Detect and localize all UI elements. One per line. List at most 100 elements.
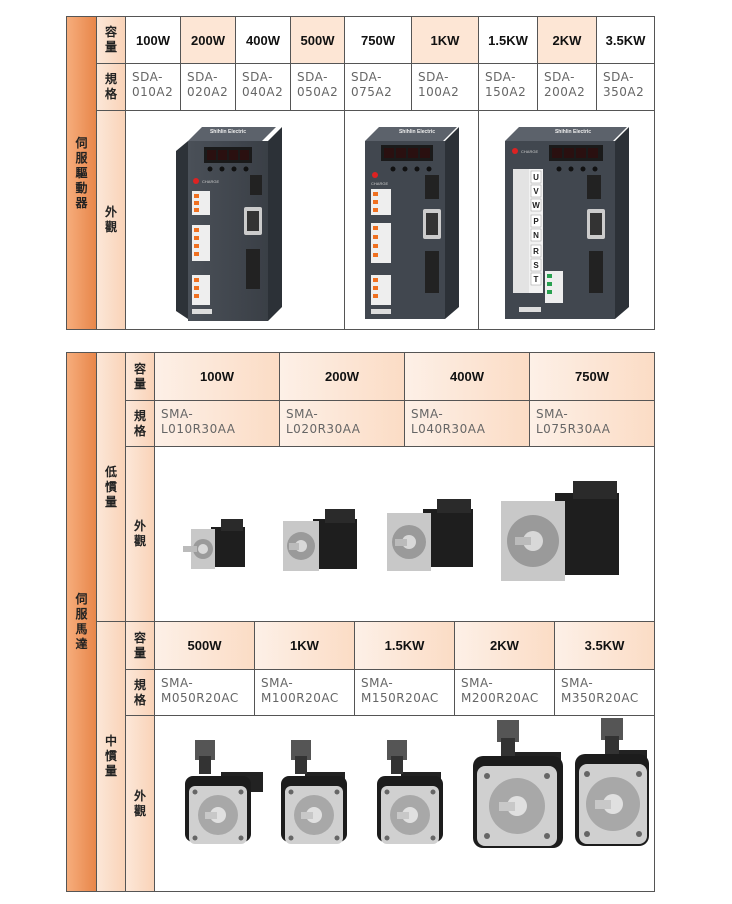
model-code: SDA-040A2 (242, 70, 284, 99)
drive-cap-cell: 400W (236, 17, 291, 64)
drive-cap-cell: 750W (345, 17, 412, 64)
low-cap-cell: 200W (280, 353, 405, 401)
motor-group-label: 伺服馬達 (75, 592, 88, 651)
model-code: SDA-050A2 (297, 70, 339, 99)
drive-cap-cell: 3.5KW (597, 17, 654, 64)
drive-cap-cell: 200W (181, 17, 236, 64)
motor-l040-icon (387, 499, 473, 571)
svg-text:R: R (533, 247, 539, 256)
servo-motor-table: 伺服馬達 低慣量 中慣量 容量 規格 外觀 100W 200W 400W 750… (66, 352, 655, 892)
drive-capacity-label-cell: 容量 (97, 17, 126, 64)
brand-text: Shihlin Electric (555, 129, 591, 135)
low-spec-cell: SMA-L010R30AA (155, 401, 280, 447)
mid-spec-cell: SMA-M200R20AC (455, 670, 555, 716)
svg-text:T: T (534, 275, 539, 284)
capacity-value: 1KW (290, 638, 319, 653)
mid-spec-label-cell: 規格 (126, 670, 155, 716)
motor-m150-icon (377, 740, 443, 844)
model-code: SDA-350A2 (603, 70, 645, 99)
model-code: SMA-L020R30AA (286, 407, 361, 436)
capacity-label: 容量 (133, 630, 146, 660)
capacity-value: 500W (187, 638, 222, 653)
drive-medium-image: Shihlin Electric CHARGE (365, 127, 459, 319)
mid-spec-cell: SMA-M150R20AC (355, 670, 455, 716)
model-code: SMA-M150R20AC (361, 676, 439, 705)
drive-cap-cell: 2KW (538, 17, 597, 64)
drive-cap-cell: 1.5KW (479, 17, 538, 64)
svg-text:V: V (533, 187, 539, 196)
capacity-value: 750W (575, 369, 609, 384)
low-inertia-label: 低慣量 (104, 464, 117, 509)
capacity-label: 容量 (133, 361, 146, 391)
mid-inertia-label: 中慣量 (104, 734, 117, 778)
motor-m350-icon (575, 718, 649, 846)
drive-spec-cell: SDA-040A2 (236, 64, 291, 111)
drive-spec-label: 規格 (104, 72, 117, 101)
capacity-value: 750W (361, 32, 395, 48)
motor-l010-icon (183, 519, 245, 569)
capacity-value: 400W (450, 369, 484, 384)
svg-text:CHARGE: CHARGE (371, 181, 388, 186)
motor-m050-icon (185, 740, 263, 844)
low-capacity-label-cell: 容量 (126, 353, 155, 401)
model-code: SDA-100A2 (418, 70, 460, 99)
mid-cap-cell: 2KW (455, 622, 555, 670)
drive-spec-label-cell: 規格 (97, 64, 126, 111)
capacity-value: 2KW (490, 638, 519, 653)
mid-cap-cell: 3.5KW (555, 622, 654, 670)
low-spec-cell: SMA-L020R30AA (280, 401, 405, 447)
mid-spec-cell: SMA-M350R20AC (555, 670, 654, 716)
svg-text:W: W (532, 201, 540, 210)
drive-cap-cell: 1KW (412, 17, 479, 64)
mid-capacity-label-cell: 容量 (126, 622, 155, 670)
low-spec-label-cell: 規格 (126, 401, 155, 447)
model-code: SDA-010A2 (132, 70, 174, 99)
mid-spec-cell: SMA-M100R20AC (255, 670, 355, 716)
low-cap-cell: 100W (155, 353, 280, 401)
brand-text: Shihlin Electric (399, 129, 435, 135)
mid-cap-cell: 1.5KW (355, 622, 455, 670)
drive-spec-cell: SDA-100A2 (412, 64, 479, 111)
model-code: SMA-L040R30AA (411, 407, 486, 436)
capacity-value: 1.5KW (384, 638, 425, 653)
motor-l020-icon (283, 509, 357, 571)
capacity-value: 200W (325, 369, 359, 384)
motor-m100-icon (281, 740, 347, 844)
mid-inertia-cell: 中慣量 (97, 622, 126, 891)
spec-label: 規格 (133, 677, 146, 707)
low-cap-cell: 750W (530, 353, 654, 401)
drive-cap-cell: 100W (126, 17, 181, 64)
model-code: SDA-020A2 (187, 70, 229, 99)
drive-cap-cell: 500W (291, 17, 345, 64)
mid-spec-cell: SMA-M050R20AC (155, 670, 255, 716)
drive-large-image: Shihlin Electric CHARGE U V W P N R S T (505, 127, 629, 319)
model-code: SDA-075A2 (351, 70, 393, 99)
drive-appearance-label: 外觀 (104, 205, 117, 234)
capacity-value: 500W (300, 32, 335, 48)
drive-small-image: Shihlin Electric CHARGE (176, 127, 282, 321)
low-inertia-cell: 低慣量 (97, 353, 126, 622)
model-code: SDA-150A2 (485, 70, 527, 99)
drive-image-cell-large: Shihlin Electric CHARGE U V W P N R S T (479, 111, 654, 329)
drive-group-label: 伺服驅動器 (75, 135, 88, 210)
capacity-value: 200W (191, 32, 225, 48)
low-spec-cell: SMA-L040R30AA (405, 401, 530, 447)
drive-spec-cell: SDA-150A2 (479, 64, 538, 111)
low-inertia-motors-image (183, 481, 619, 581)
capacity-value: 1.5KW (488, 32, 528, 48)
spec-label: 規格 (133, 408, 146, 438)
drive-spec-cell: SDA-020A2 (181, 64, 236, 111)
drive-appearance-label-cell: 外觀 (97, 111, 126, 329)
drive-group-cell: 伺服驅動器 (67, 17, 97, 329)
low-motor-image-cell (155, 447, 654, 622)
drive-image-cell-medium: Shihlin Electric CHARGE (345, 111, 479, 329)
capacity-value: 1KW (430, 32, 460, 48)
capacity-value: 100W (136, 32, 170, 48)
capacity-value: 400W (246, 32, 280, 48)
low-cap-cell: 400W (405, 353, 530, 401)
model-code: SMA-M350R20AC (561, 676, 639, 705)
appearance-label: 外觀 (133, 519, 146, 548)
svg-text:S: S (533, 261, 539, 270)
motor-l075-icon (501, 481, 619, 581)
model-code: SMA-M050R20AC (161, 676, 239, 705)
